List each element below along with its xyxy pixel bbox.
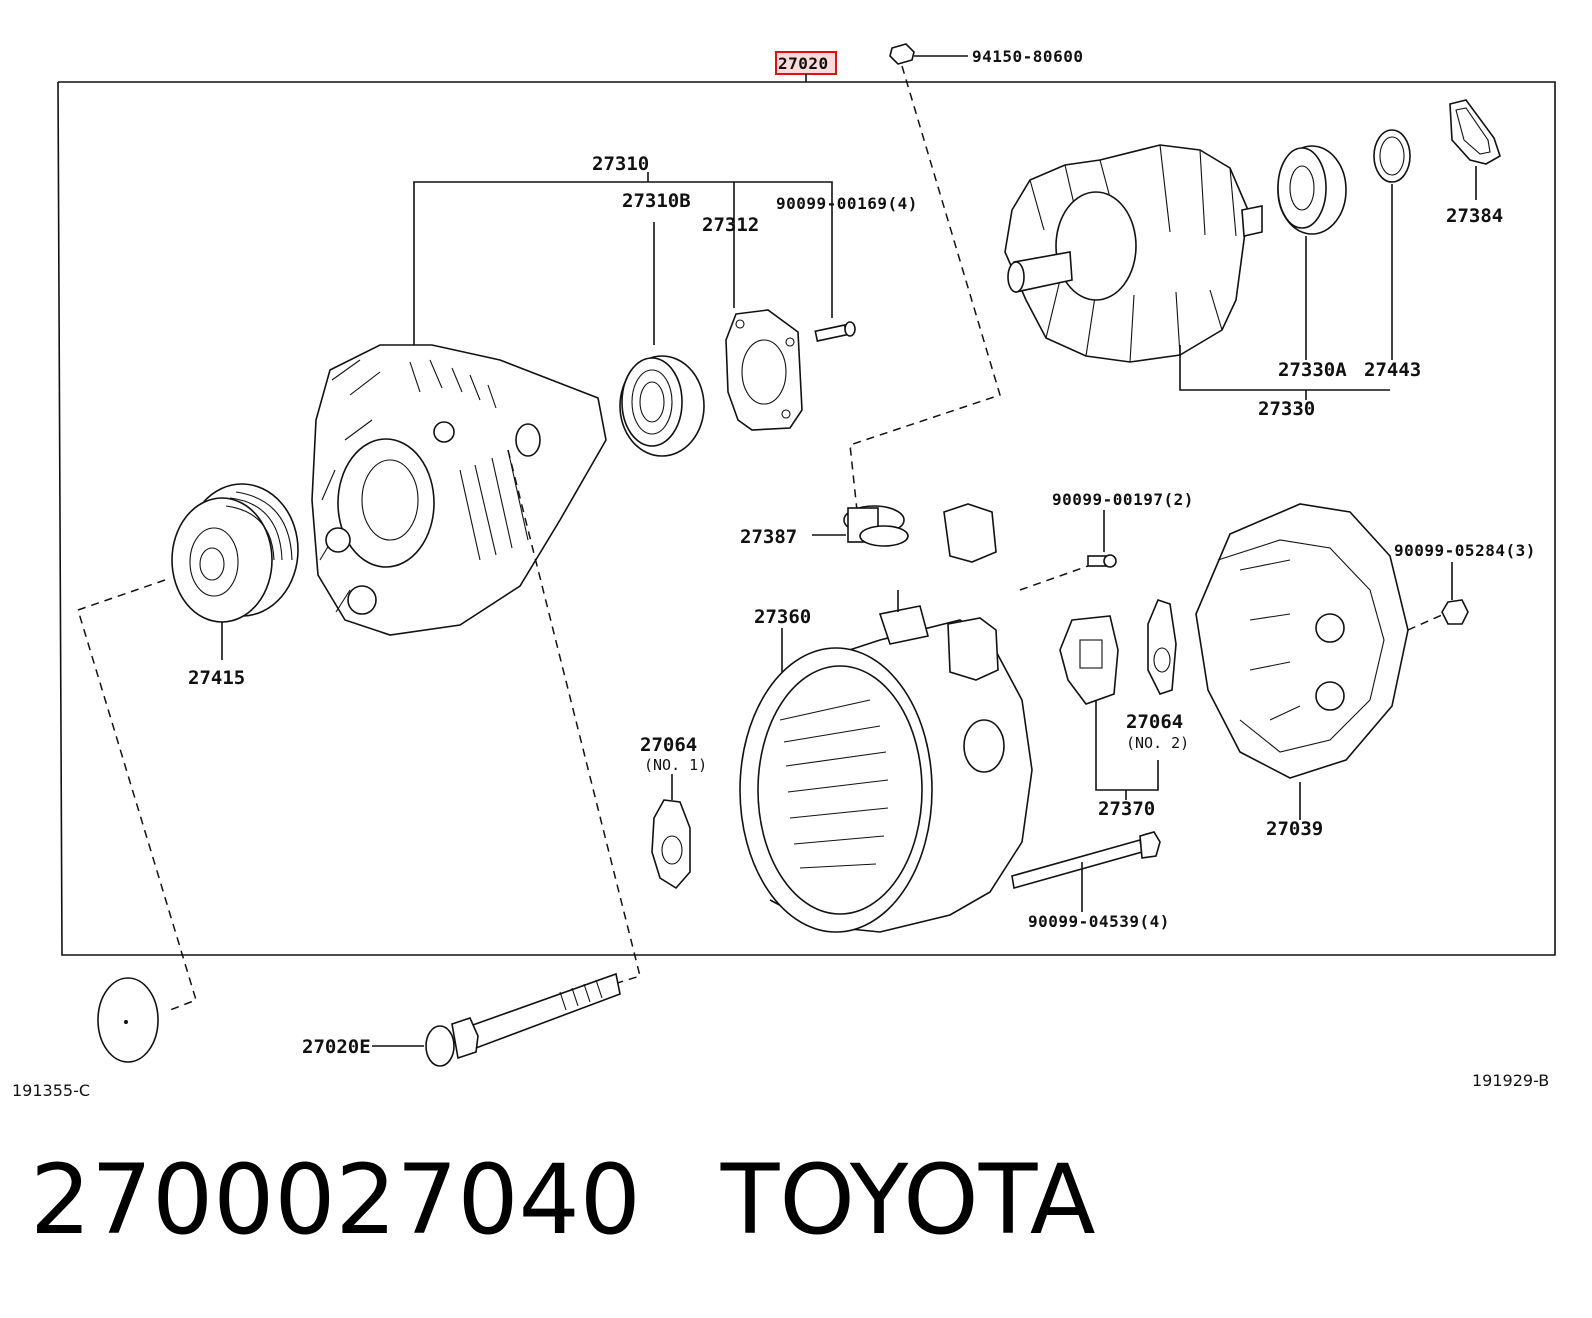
plate-27312[interactable] [725,309,803,431]
bearing-27310B[interactable] [619,355,705,457]
brand-name: TOYOTA [720,1144,1096,1256]
label-27384[interactable]: 27384 [1446,205,1503,227]
ref-code-left: 191355-C [12,1081,90,1100]
label-94150-80600[interactable]: 94150-80600 [972,47,1083,66]
rotor-27330[interactable] [1004,144,1263,363]
bolt-27020E[interactable] [425,972,621,1067]
label-27064-no2[interactable]: 27064 [1126,711,1183,733]
label-90099-05284[interactable]: 90099-05284(3) [1394,541,1536,560]
insulator-27387[interactable] [843,505,909,547]
label-27312[interactable]: 27312 [702,214,759,236]
nut-94150[interactable] [889,43,968,65]
rectifier-end-frame-27360[interactable] [739,590,1033,933]
label-27310[interactable]: 27310 [592,153,649,175]
footer: 2700027040 TOYOTA [30,1140,1096,1260]
terminal-cap[interactable] [943,503,997,563]
label-27020[interactable]: 27020 [778,54,829,73]
label-90099-04539[interactable]: 90099-04539(4) [1028,912,1170,931]
part-number: 2700027040 [30,1144,641,1256]
label-27443[interactable]: 27443 [1364,359,1421,381]
label-27064-no2-note: (NO. 2) [1126,734,1189,752]
bolt-90099-00169[interactable] [814,321,856,342]
label-27039[interactable]: 27039 [1266,818,1323,840]
pulley-27415[interactable] [171,483,299,623]
through-bolt-90099-04539[interactable] [1011,831,1161,890]
label-27310B[interactable]: 27310B [622,190,691,212]
label-27020E[interactable]: 27020E [302,1036,371,1058]
label-27064-no1-note: (NO. 1) [644,756,707,774]
cover-27384[interactable] [1449,99,1501,165]
label-27387[interactable]: 27387 [740,526,797,548]
diagram-frame [57,81,1556,956]
label-27330A[interactable]: 27330A [1278,359,1347,381]
end-cap[interactable] [97,977,159,1063]
label-27370[interactable]: 27370 [1098,798,1155,820]
bearing-27330A[interactable] [1277,145,1347,235]
drive-end-frame-27310[interactable] [311,344,607,636]
label-27330[interactable]: 27330 [1258,398,1315,420]
label-90099-00169[interactable]: 90099-00169(4) [776,194,918,213]
ring-27443[interactable] [1373,129,1411,183]
label-27415[interactable]: 27415 [188,667,245,689]
label-27064-no1[interactable]: 27064 [640,734,697,756]
label-27360[interactable]: 27360 [754,606,811,628]
ref-code-right: 191929-B [1472,1071,1549,1090]
plate-27064-no1[interactable] [651,799,691,890]
nut-90099-05284[interactable] [1441,599,1469,625]
rear-cover-27039[interactable] [1195,503,1409,779]
label-90099-00197[interactable]: 90099-00197(2) [1052,490,1194,509]
plate-27064-no2[interactable] [1147,599,1177,695]
screw-90099-00197[interactable] [1087,554,1117,568]
brush-holder-27370[interactable] [1059,615,1119,705]
